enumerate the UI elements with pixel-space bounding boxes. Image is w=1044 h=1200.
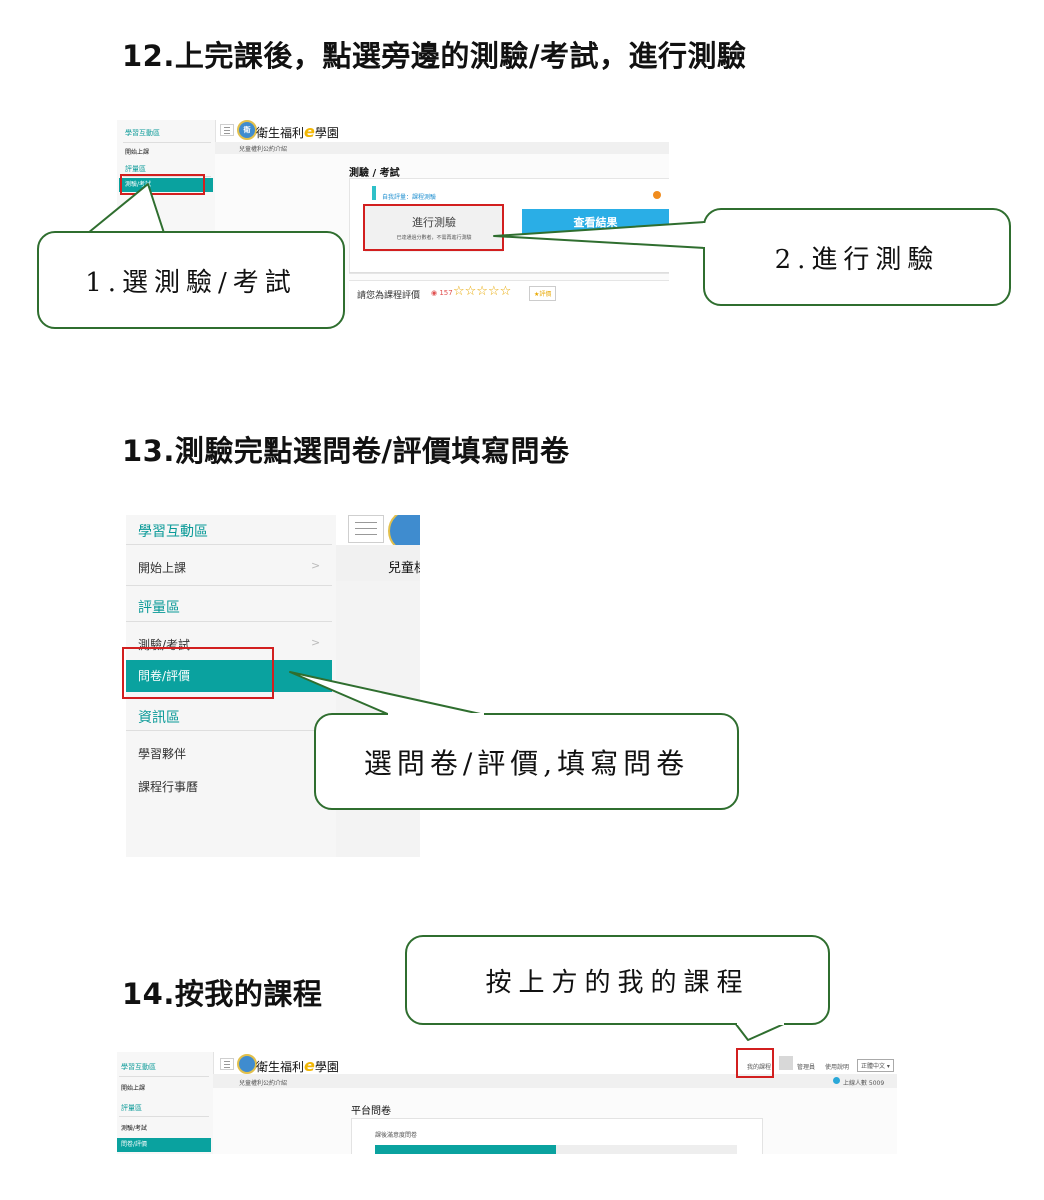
quiz-screenshot: 學習互動區 開始上課 評量區 測驗/考試 衛 衛生福利e學園 兒童權利公約介紹 … [117,120,669,314]
logo-text: 衛生福利 [256,1060,305,1074]
menu-icon[interactable] [220,1058,234,1070]
section14-heading: 14.按我的課程 [122,977,323,1011]
rating-stars[interactable]: ☆☆☆☆☆ [453,284,512,299]
section12-heading: 12.上完課後，點選旁邊的測驗/考試，進行測驗 [122,39,747,73]
menu-icon[interactable] [220,124,234,136]
breadcrumb[interactable]: 兒童權利公約介紹 [239,146,288,153]
sidebar-item-start[interactable]: 開始上課 [138,561,187,575]
chevron-right-icon: > [311,559,321,572]
site-logo[interactable]: 衛生福利e學園 [256,122,339,141]
logo-emblem-icon [237,1054,257,1074]
logo-tail: 學園 [314,1060,339,1074]
section13-heading: 13.測驗完點選問卷/評價填寫問卷 [122,434,570,468]
highlight-take-quiz [363,204,504,251]
language-value: 正體中文 [861,1063,886,1070]
site-logo[interactable]: 衛生福利e學園 [256,1056,339,1075]
rating-prompt: 請您為課程評價 [357,291,421,301]
sidebar: 學習互動區 開始上課 > 評量區 測驗/考試 > 問卷/評價 資訊區 學習夥伴 … [126,515,337,857]
survey-progress [375,1145,737,1154]
highlight-my-courses [736,1048,774,1078]
take-quiz-label: 進行測驗 [412,216,456,229]
sidebar-item-start[interactable]: 開始上課 [125,149,150,156]
user-name[interactable]: 管理員 [797,1064,816,1071]
highlight-survey-item [122,647,274,699]
my-courses-link[interactable]: 我的課程 [747,1064,772,1071]
logo-e: e [304,122,315,141]
assessment-item-label: 自我評量：課程測驗 [382,194,437,201]
sidebar-item-quiz[interactable]: 測驗/考試 [121,1125,148,1132]
sidebar-item-partners[interactable]: 學習夥伴 [138,747,187,761]
breadcrumb[interactable]: 兒童權利公約介紹 [239,1080,288,1087]
online-count: 上線人數 5009 [843,1080,885,1087]
survey-name[interactable]: 課後滿意度問卷 [375,1132,418,1139]
chevron-right-icon: > [311,636,321,649]
sidebar-item-start[interactable]: 開始上課 [121,1085,146,1092]
rate-button[interactable]: ★評價 [529,286,557,301]
sidebar-group-assessment: 評量區 [138,600,180,616]
take-quiz-button[interactable]: 進行測驗 已達通過分數者，不需再進行測驗 [365,206,503,252]
logo-text: 衛生福利 [256,126,305,140]
sidebar-group-info: 資訊區 [138,710,180,726]
sidebar-item-survey[interactable]: 問卷/評價 [126,660,332,692]
logo-tail: 學園 [314,126,339,140]
online-icon [833,1077,840,1084]
sidebar-group-learning: 學習互動區 [138,524,208,540]
help-link[interactable]: 使用說明 [825,1064,850,1071]
sidebar-item-calendar[interactable]: 課程行事曆 [138,780,199,794]
section12-callout-pointers [87,183,706,249]
logo-emblem-icon: 衛 [237,120,257,140]
my-courses-screenshot: 學習互動區 開始上課 評量區 測驗/考試 問卷/評價 衛生福利e學園 我的課程 … [117,1052,897,1154]
user-avatar-icon [779,1056,793,1070]
status-dot-icon [653,191,661,199]
menu-icon[interactable] [348,515,384,543]
take-quiz-note: 已達通過分數者，不需再進行測驗 [396,235,472,241]
callout-my-courses: 按上方的我的課程 [405,935,830,1025]
callout-take-quiz: 2.進行測驗 [703,208,1011,306]
breadcrumb[interactable]: 兒童楾 [388,561,420,576]
logo-e: e [304,1056,315,1075]
callout-select-survey: 選問卷/評價,填寫問卷 [314,713,739,810]
sidebar: 學習互動區 開始上課 評量區 測驗/考試 問卷/評價 [117,1052,214,1154]
panel-title: 測驗 / 考試 [349,168,400,179]
rating-count-value: 157 [439,289,453,297]
callout-select-quiz: 1.選測驗/考試 [37,231,345,329]
sidebar-group-learning: 學習互動區 [125,129,160,137]
sidebar-group-assessment: 評量區 [125,165,146,173]
sidebar-item-survey[interactable]: 問卷/評價 [117,1138,211,1152]
language-select[interactable]: 正體中文 ▾ [857,1059,894,1072]
survey-progress-fill [375,1145,556,1154]
panel-title: 平台問卷 [351,1106,391,1117]
highlight-quiz-item [120,174,205,195]
sidebar-group-learning: 學習互動區 [121,1063,156,1071]
sidebar-group-assessment: 評量區 [121,1104,142,1112]
rating-count: ◉ 157 [431,289,453,297]
